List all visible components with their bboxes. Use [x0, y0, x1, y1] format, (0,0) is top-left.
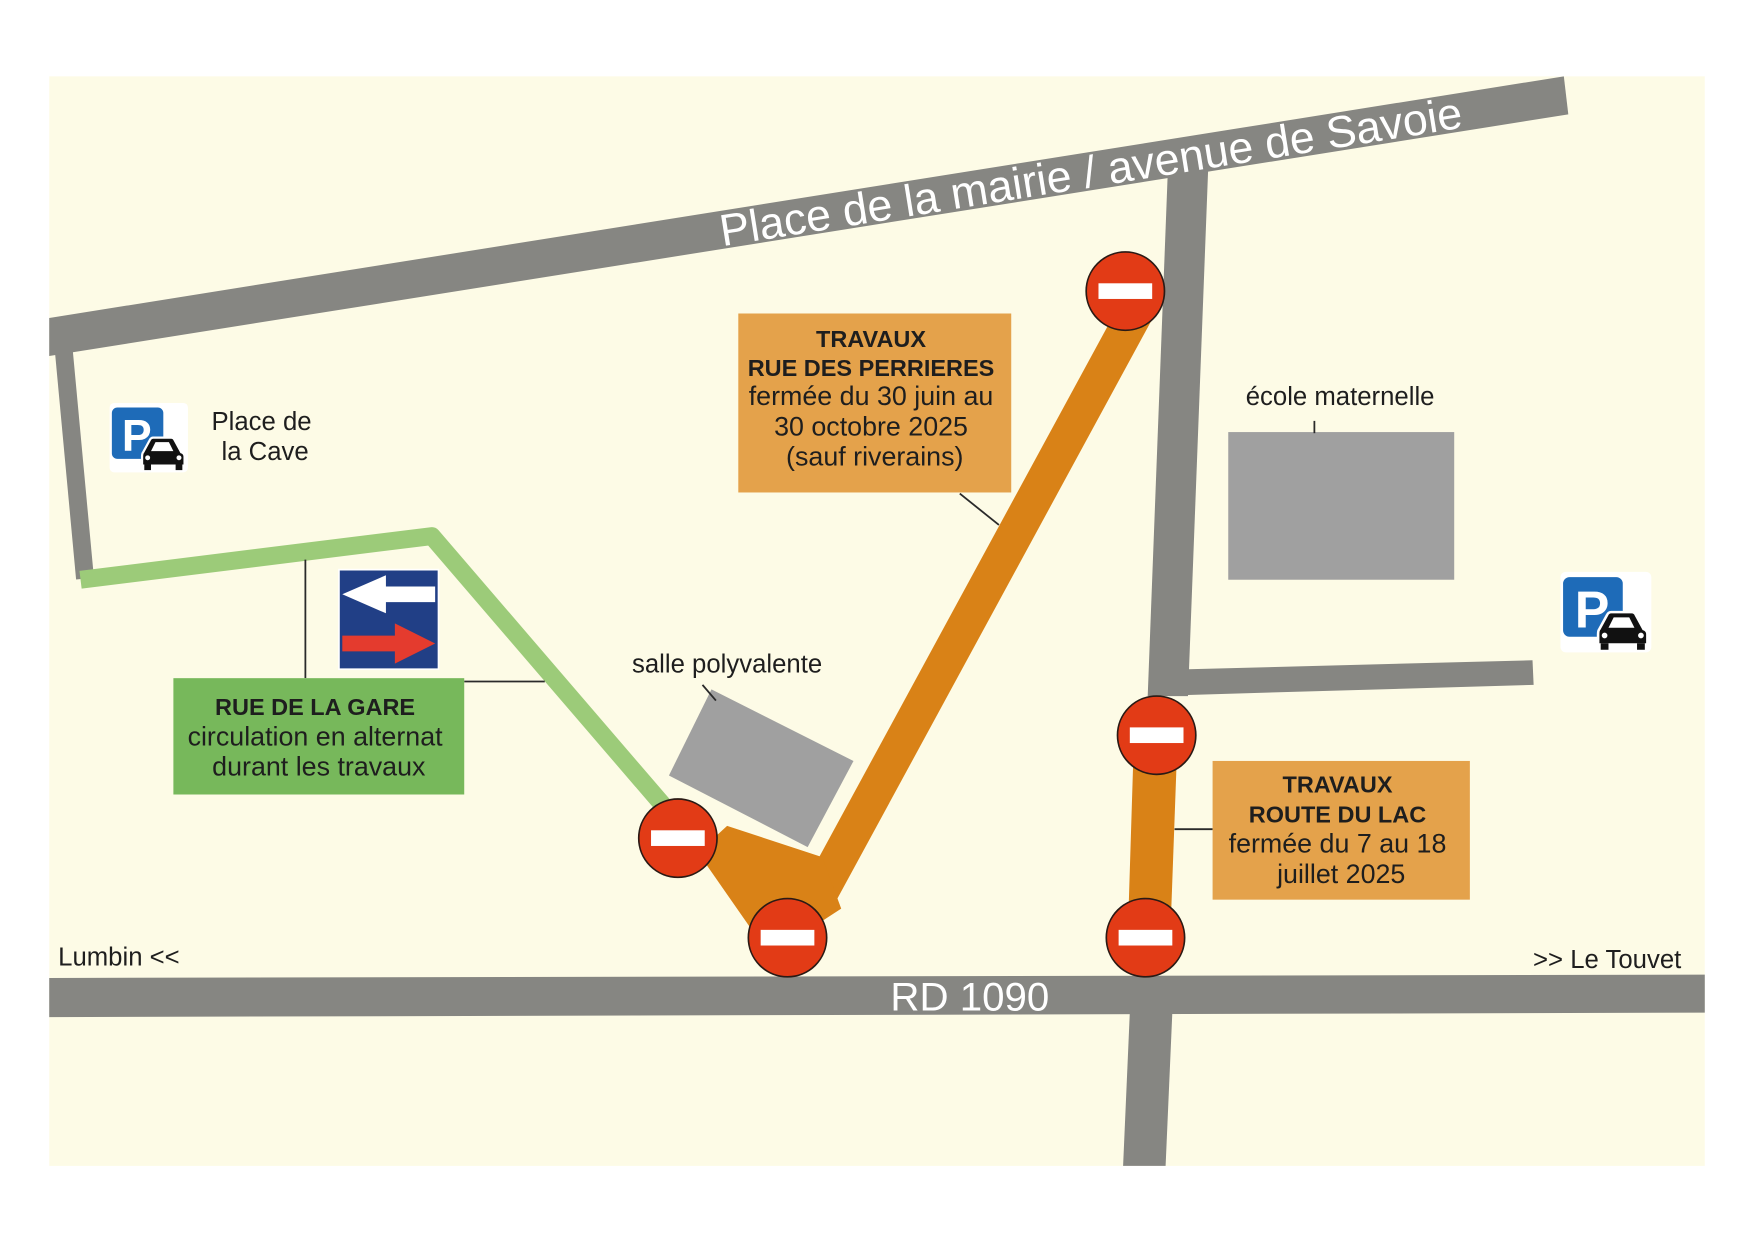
notice-line: 30 octobre 2025 — [774, 411, 968, 441]
notice-rue-des-perrieres: TRAVAUX RUE DES PERRIERES fermée du 30 j… — [738, 313, 1012, 493]
no-entry-icon — [747, 897, 828, 978]
no-entry-bar — [1129, 727, 1184, 744]
direction-west-label: Lumbin << — [58, 944, 180, 972]
car-windshield — [1608, 617, 1635, 628]
road-rue-de-la-gare — [79, 527, 678, 821]
car-headlight — [176, 455, 182, 461]
notice-rue-de-la-gare-box — [173, 678, 465, 795]
car-wheel — [175, 464, 183, 471]
car-headlight — [145, 455, 151, 461]
salle-polyvalente-label: salle polyvalente — [632, 651, 822, 679]
notice-title: ROUTE DU LAC — [1249, 801, 1426, 827]
car-wheel — [144, 464, 152, 471]
car-windshield — [151, 442, 174, 452]
notice-line: durant les travaux — [212, 751, 426, 781]
notice-title: RUE DES PERRIERES — [748, 355, 995, 381]
car-icon — [140, 436, 186, 467]
parking-icon: P — [109, 402, 188, 473]
notice-title: TRAVAUX — [816, 326, 926, 352]
ecole-maternelle-label: école maternelle — [1246, 383, 1435, 411]
notice-route-du-lac-box — [1212, 760, 1470, 900]
building-ecole-maternelle — [1228, 432, 1455, 580]
car-wheel — [1600, 643, 1609, 650]
notice-line: (sauf riverains) — [786, 442, 963, 472]
building-salle-polyvalente — [668, 689, 854, 848]
no-entry-bar — [1098, 283, 1153, 299]
notice-title: TRAVAUX — [1282, 771, 1392, 797]
notice-line: circulation en alternat — [188, 721, 444, 751]
leader-line-rue-des-perrieres — [959, 492, 1000, 526]
no-entry-bar — [651, 830, 705, 846]
road-place-de-la-mairie — [49, 76, 1569, 357]
road-rd1090 — [49, 974, 1705, 1018]
road-place-de-la-cave — [53, 337, 94, 580]
road-ecole-branch — [1187, 660, 1534, 695]
car-headlight — [1638, 632, 1644, 639]
oncoming-priority-sign-icon — [338, 568, 440, 671]
parking-icon: P — [1560, 571, 1652, 653]
notice-rue-de-la-gare-text: RUE DE LA GARE circulation en alternat d… — [188, 691, 450, 781]
notice-title: RUE DE LA GARE — [215, 694, 415, 720]
parking-place-label-line: la Cave — [222, 438, 309, 466]
no-entry-icon — [637, 798, 718, 879]
car-wheel — [1637, 643, 1645, 650]
arrow-left-icon — [342, 575, 436, 614]
no-entry-icon — [1105, 897, 1186, 978]
parking-place-label: Place de la Cave — [211, 408, 318, 466]
no-entry-icon — [1116, 695, 1197, 776]
parking-place-label-line: Place de — [211, 408, 311, 436]
notice-line: fermée du 7 au 18 — [1229, 829, 1447, 859]
car-icon — [1596, 610, 1649, 646]
leader-line-salle — [701, 684, 717, 702]
direction-east-label: >> Le Touvet — [1533, 946, 1681, 974]
notice-route-du-lac-text: TRAVAUX ROUTE DU LAC fermée du 7 au 18 j… — [1229, 768, 1454, 889]
main-road-label: RD 1090 — [890, 974, 1049, 1019]
sign-panel — [338, 568, 440, 671]
notice-rue-des-perrieres-text: TRAVAUX RUE DES PERRIERES fermée du 30 j… — [748, 323, 1002, 472]
road-vertical-south — [1123, 1012, 1173, 1166]
notice-rue-des-perrieres-box — [738, 313, 1012, 493]
no-entry-bar — [760, 929, 815, 946]
notice-rue-de-la-gare: RUE DE LA GARE circulation en alternat d… — [173, 678, 465, 795]
notice-line: fermée du 30 juin au — [749, 381, 994, 411]
car-headlight — [1601, 632, 1608, 639]
notice-line: juillet 2025 — [1276, 859, 1405, 889]
arrow-right-icon — [342, 623, 436, 664]
no-entry-icon — [1085, 251, 1166, 332]
closed-road-route-du-lac — [1127, 727, 1178, 943]
no-entry-bar — [1118, 929, 1173, 946]
closed-road-rue-des-perrieres — [803, 293, 1157, 904]
notice-route-du-lac: TRAVAUX ROUTE DU LAC fermée du 7 au 18 j… — [1212, 760, 1470, 900]
